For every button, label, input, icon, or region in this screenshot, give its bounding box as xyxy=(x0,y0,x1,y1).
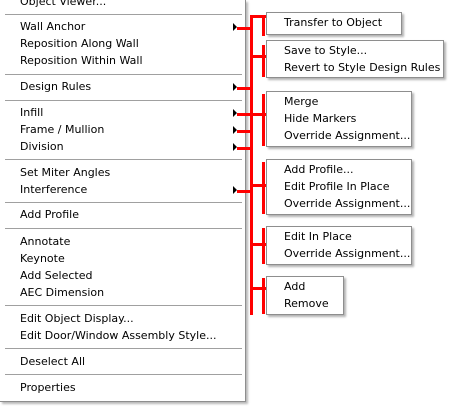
connector-line xyxy=(250,55,266,58)
menu-item-edit-object-display[interactable]: Edit Object Display... xyxy=(20,312,134,325)
submenu-design-rules: Save to Style... Revert to Style Design … xyxy=(266,40,444,78)
submenu-item-edit-profile-in-place[interactable]: Edit Profile In Place xyxy=(284,180,390,193)
connector-line xyxy=(237,87,253,90)
submenu-item-revert-to-style-design-rules[interactable]: Revert to Style Design Rules xyxy=(284,61,441,74)
menu-item-edit-door-window-assembly-style[interactable]: Edit Door/Window Assembly Style... xyxy=(20,329,217,342)
submenu-item-transfer-to-object[interactable]: Transfer to Object xyxy=(284,16,383,29)
submenu-arrow-icon xyxy=(233,23,237,31)
menu-item-infill[interactable]: Infill xyxy=(20,106,44,119)
menu-item-frame-mullion[interactable]: Frame / Mullion xyxy=(20,123,105,136)
connector-line xyxy=(250,287,266,290)
menu-item-interference[interactable]: Interference xyxy=(20,183,88,196)
menu-item-division[interactable]: Division xyxy=(20,140,64,153)
connector-line xyxy=(262,278,265,314)
menu-item-design-rules[interactable]: Design Rules xyxy=(20,80,92,93)
submenu-arrow-icon xyxy=(233,126,237,134)
menu-separator xyxy=(5,100,242,102)
submenu-item-override-assignment[interactable]: Override Assignment... xyxy=(284,129,411,142)
menu-separator xyxy=(5,374,242,376)
menu-item-annotate[interactable]: Annotate xyxy=(20,235,71,248)
menu-separator xyxy=(5,228,242,230)
menu-item-reposition-along-wall[interactable]: Reposition Along Wall xyxy=(20,37,139,50)
submenu-arrow-icon xyxy=(233,83,237,91)
menu-separator xyxy=(5,202,242,204)
connector-line xyxy=(250,243,266,246)
submenu-item-override-assignment[interactable]: Override Assignment... xyxy=(284,247,411,260)
connector-line xyxy=(237,190,253,193)
menu-separator xyxy=(5,348,242,350)
menu-separator xyxy=(5,74,242,76)
connector-line xyxy=(250,113,266,116)
submenu-item-hide-markers[interactable]: Hide Markers xyxy=(284,112,357,125)
connector-line xyxy=(237,27,253,30)
menu-item-wall-anchor[interactable]: Wall Anchor xyxy=(20,20,86,33)
connector-line xyxy=(250,184,266,187)
menu-separator xyxy=(5,14,242,16)
menu-item-reposition-within-wall[interactable]: Reposition Within Wall xyxy=(20,54,143,67)
connector-line xyxy=(250,15,266,18)
connector-line xyxy=(262,45,265,77)
connector-line xyxy=(237,130,253,133)
connector-line xyxy=(237,113,253,116)
menu-item-keynote[interactable]: Keynote xyxy=(20,252,65,265)
menu-item-aec-dimension[interactable]: AEC Dimension xyxy=(20,286,105,299)
menu-item-add-profile[interactable]: Add Profile xyxy=(20,208,79,221)
submenu-infill: Merge Hide Markers Override Assignment..… xyxy=(266,91,412,147)
submenu-frame-mullion: Add Profile... Edit Profile In Place Ove… xyxy=(266,159,412,215)
submenu-item-remove[interactable]: Remove xyxy=(284,297,329,310)
connector-line xyxy=(262,94,265,146)
submenu-item-merge[interactable]: Merge xyxy=(284,95,319,108)
menu-separator xyxy=(5,305,242,307)
submenu-item-add[interactable]: Add xyxy=(284,280,306,293)
submenu-division: Edit In Place Override Assignment... xyxy=(266,226,412,265)
connector-line xyxy=(262,228,265,264)
connector-line xyxy=(250,15,253,315)
submenu-item-save-to-style[interactable]: Save to Style... xyxy=(284,44,368,57)
menu-item-set-miter-angles[interactable]: Set Miter Angles xyxy=(20,166,111,179)
connector-line xyxy=(237,147,253,150)
menu-item-object-viewer[interactable]: Object Viewer... xyxy=(20,0,107,8)
menu-item-deselect-all[interactable]: Deselect All xyxy=(20,355,86,368)
submenu-item-add-profile[interactable]: Add Profile... xyxy=(284,163,354,176)
submenu-interference: Add Remove xyxy=(266,276,344,315)
connector-line xyxy=(262,15,265,36)
submenu-wall-anchor: Transfer to Object xyxy=(266,12,402,35)
menu-separator xyxy=(5,159,242,161)
submenu-arrow-icon xyxy=(233,186,237,194)
menu-item-properties[interactable]: Properties xyxy=(20,381,76,394)
submenu-item-edit-in-place[interactable]: Edit In Place xyxy=(284,230,352,243)
connector-line xyxy=(262,162,265,214)
context-menu: Object Viewer... Wall Anchor Reposition … xyxy=(0,0,246,402)
submenu-arrow-icon xyxy=(233,109,237,117)
menu-item-add-selected[interactable]: Add Selected xyxy=(20,269,93,282)
submenu-arrow-icon xyxy=(233,143,237,151)
submenu-item-override-assignment[interactable]: Override Assignment... xyxy=(284,197,411,210)
